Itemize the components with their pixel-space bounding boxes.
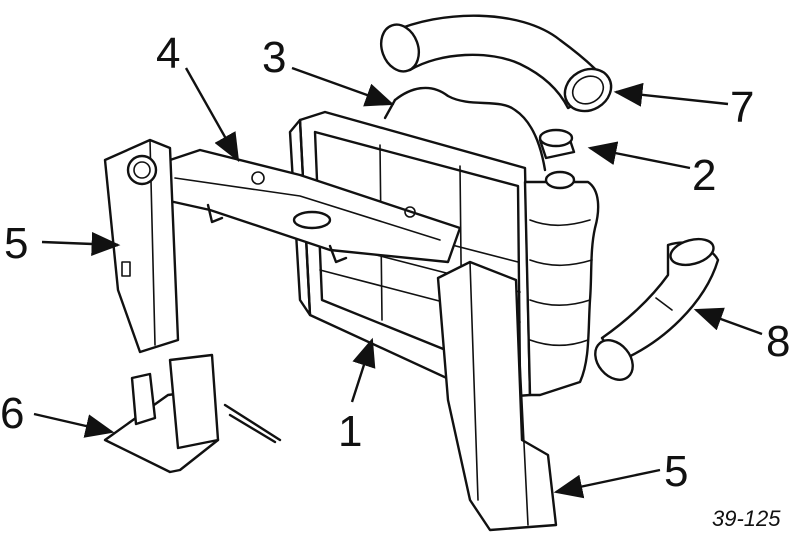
radiator-cap-part — [538, 128, 576, 160]
lower-bracket-part — [103, 353, 282, 474]
arrow-8 — [693, 307, 763, 336]
callout-1: 1 — [338, 407, 362, 456]
callout-6: 6 — [0, 389, 24, 438]
callout-5-right: 5 — [664, 447, 688, 496]
lower-hose-part — [594, 237, 720, 381]
arrow-6 — [33, 412, 115, 438]
left-side-panel-part — [103, 138, 180, 354]
figure-reference-number: 39-125 — [712, 506, 781, 531]
callout-2: 2 — [692, 151, 716, 200]
callout-3: 3 — [262, 33, 286, 82]
arrow-1 — [350, 337, 376, 403]
upper-hose-part — [379, 14, 613, 113]
arrow-5b — [553, 468, 661, 499]
leader-arrows — [33, 66, 763, 499]
callout-7: 7 — [730, 83, 754, 132]
radiator-side-tank — [523, 170, 600, 397]
arrow-4 — [184, 67, 240, 163]
callout-4: 4 — [156, 29, 180, 78]
arrow-5a — [41, 231, 121, 256]
arrow-2 — [587, 141, 691, 170]
callout-5-left: 5 — [4, 219, 28, 268]
right-side-panel-part — [436, 260, 558, 532]
upper-support-bracket-part — [138, 148, 462, 264]
arrow-3 — [291, 66, 395, 107]
callout-labels: 1 2 3 4 5 5 6 7 8 — [0, 29, 790, 496]
callout-8: 8 — [766, 317, 790, 366]
arrow-7 — [613, 82, 729, 107]
